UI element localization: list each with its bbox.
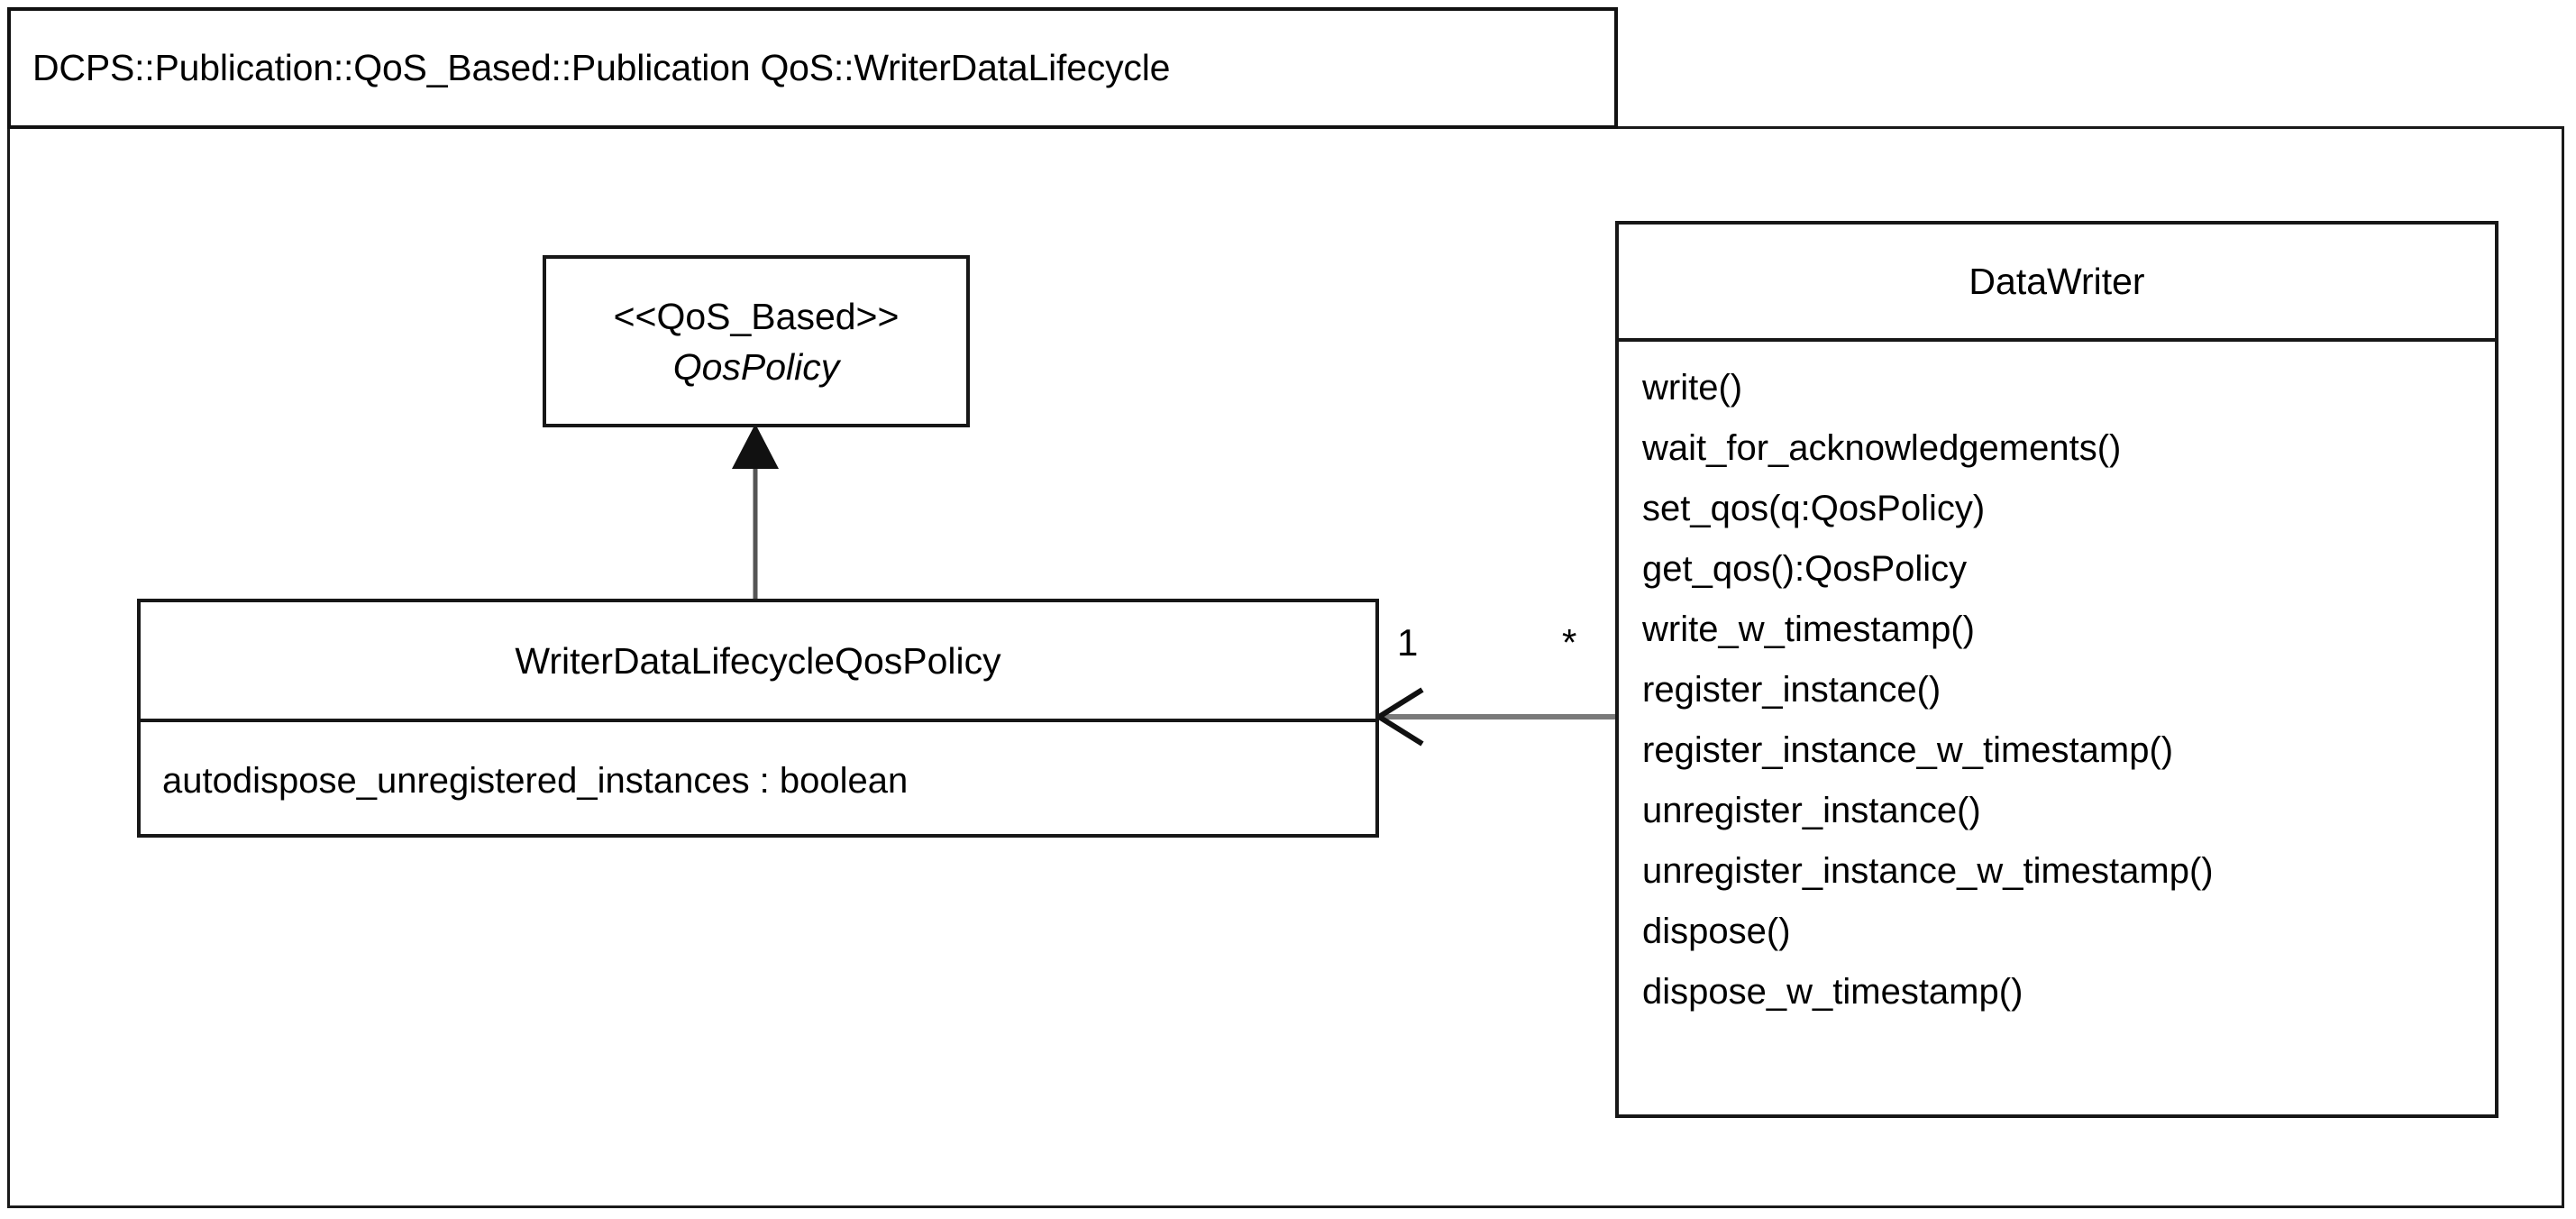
multiplicity-label-target: 1: [1397, 621, 1419, 664]
operation-row: set_qos(q:QosPolicy): [1642, 489, 1986, 528]
datawriter-divider: [1619, 338, 2495, 342]
writerdatalifecycleqospolicy-divider: [141, 719, 1375, 722]
package-name-label: DCPS::Publication::QoS_Based::Publicatio…: [32, 46, 1171, 88]
qospolicy-class-name: QosPolicy: [672, 345, 840, 388]
qospolicy-stereotype: <<QoS_Based>>: [613, 295, 900, 337]
writerdatalifecycleqospolicy-attributes-compartment: autodispose_unregistered_instances : boo…: [141, 722, 1375, 841]
operation-row: wait_for_acknowledgements(): [1642, 428, 2122, 468]
datawriter-name-compartment: DataWriter: [1619, 225, 2495, 338]
attribute-row: autodispose_unregistered_instances : boo…: [162, 761, 909, 801]
class-box-datawriter[interactable]: DataWriter write() wait_for_acknowledgeme…: [1615, 221, 2498, 1118]
writerdatalifecycleqospolicy-class-name: WriterDataLifecycleQosPolicy: [515, 639, 1001, 682]
operation-row: write_w_timestamp(): [1642, 610, 1975, 649]
writerdatalifecycleqospolicy-name-compartment: WriterDataLifecycleQosPolicy: [141, 602, 1375, 719]
operation-row: unregister_instance_w_timestamp(): [1642, 851, 2214, 891]
qospolicy-name-compartment: <<QoS_Based>> QosPolicy: [546, 259, 966, 424]
operation-row: get_qos():QosPolicy: [1642, 549, 1968, 589]
class-box-qospolicy[interactable]: <<QoS_Based>> QosPolicy: [543, 255, 970, 427]
operation-row: unregister_instance(): [1642, 791, 1981, 830]
operation-row: write(): [1642, 368, 1743, 408]
operation-row: dispose(): [1642, 912, 1791, 951]
class-box-writerdatalifecycleqospolicy[interactable]: WriterDataLifecycleQosPolicy autodispose…: [137, 599, 1379, 838]
multiplicity-label-source: *: [1562, 621, 1577, 664]
operation-row: dispose_w_timestamp(): [1642, 972, 2023, 1012]
datawriter-operations-compartment: write() wait_for_acknowledgements() set_qo…: [1619, 342, 2495, 1039]
operation-row: register_instance(): [1642, 670, 1941, 710]
package-name-tab: DCPS::Publication::QoS_Based::Publicatio…: [7, 7, 1618, 129]
datawriter-class-name: DataWriter: [1969, 261, 2145, 302]
operation-row: register_instance_w_timestamp(): [1642, 730, 2174, 770]
